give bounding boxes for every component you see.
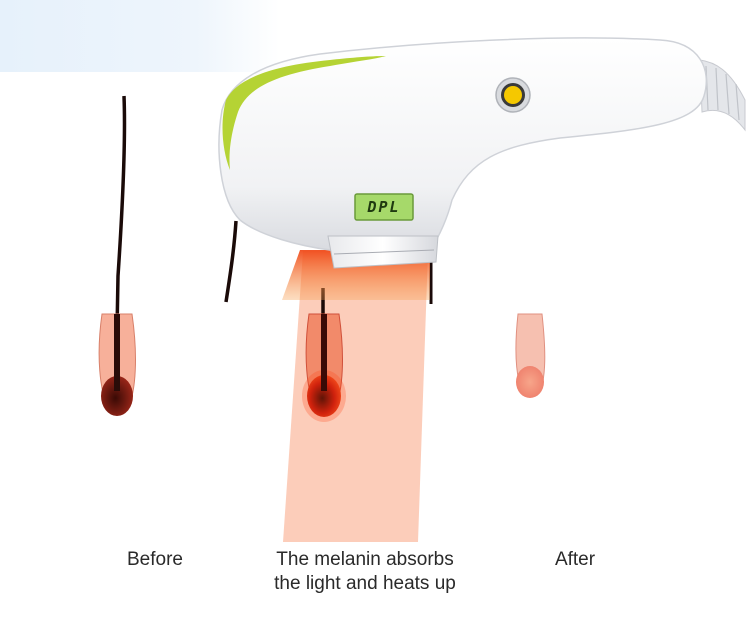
skin-block-before	[64, 95, 238, 416]
ipl-handpiece	[218, 37, 746, 269]
skin-block-heating	[271, 236, 433, 542]
background-band	[0, 0, 280, 72]
trigger-button	[504, 86, 522, 104]
caption-after: After	[554, 549, 596, 570]
skin-block-after	[478, 294, 546, 398]
caption-heating: The melanin absorbs the light and heats …	[250, 548, 480, 596]
caption-heating-line1: The melanin absorbs	[276, 549, 454, 570]
caption-heating-line2: the light and heats up	[274, 573, 456, 594]
lcd-screen	[354, 193, 414, 221]
caption-before: Before	[127, 549, 183, 570]
lcd-label: DPL	[367, 198, 401, 216]
